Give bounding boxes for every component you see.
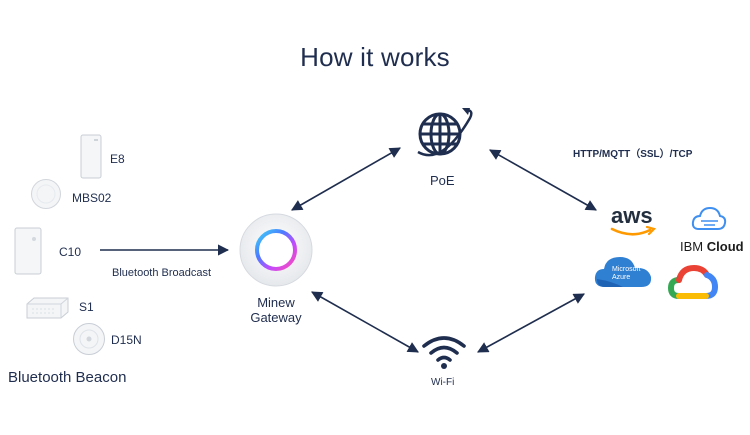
gateway-label: Minew Gateway	[233, 295, 319, 325]
d15n-device-icon	[73, 323, 105, 355]
globe-icon	[417, 108, 473, 157]
c10-device-icon	[14, 227, 42, 275]
protocol-label: HTTP/MQTT（SSL）/TCP	[573, 149, 693, 160]
gateway-device-icon	[239, 213, 313, 287]
diagram-title: How it works	[300, 42, 450, 72]
mbs02-label: MBS02	[72, 191, 112, 205]
poe-label: PoE	[430, 173, 455, 188]
gateway-label-line1: Minew	[257, 295, 295, 310]
e8-device-icon	[80, 134, 102, 179]
ibm-cloud-label: IBM Cloud	[680, 239, 744, 254]
arrow-gateway-poe	[291, 147, 401, 211]
bluetooth-beacon-label: Bluetooth Beacon	[8, 369, 127, 386]
s1-device-icon	[26, 297, 69, 319]
azure-cloud-icon	[594, 257, 652, 287]
cloud-label-bold: Cloud	[706, 239, 744, 254]
ibm-cloud-icon	[691, 206, 727, 230]
ibm-label: IBM	[680, 239, 704, 254]
arrow-gateway-wifi	[311, 291, 419, 353]
arrow-poe-cloud	[489, 149, 597, 211]
e8-label: E8	[110, 152, 125, 166]
c10-label: C10	[59, 245, 82, 259]
azure-label: Microsoft Azure	[612, 266, 640, 282]
wifi-label: Wi-Fi	[431, 377, 455, 388]
gateway-label-line2: Gateway	[250, 310, 302, 325]
bluetooth-broadcast-label: Bluetooth Broadcast	[112, 267, 212, 279]
s1-label: S1	[79, 300, 94, 314]
aws-logo-text: aws	[611, 203, 653, 228]
azure-label-line2: Azure	[612, 274, 631, 281]
mbs02-device-icon	[31, 179, 61, 209]
azure-label-line1: Microsoft	[612, 266, 641, 273]
d15n-label: D15N	[111, 333, 142, 347]
google-cloud-icon	[668, 265, 718, 299]
wifi-icon	[422, 336, 466, 369]
aws-smile-icon	[610, 226, 656, 236]
arrow-wifi-cloud	[477, 293, 585, 353]
